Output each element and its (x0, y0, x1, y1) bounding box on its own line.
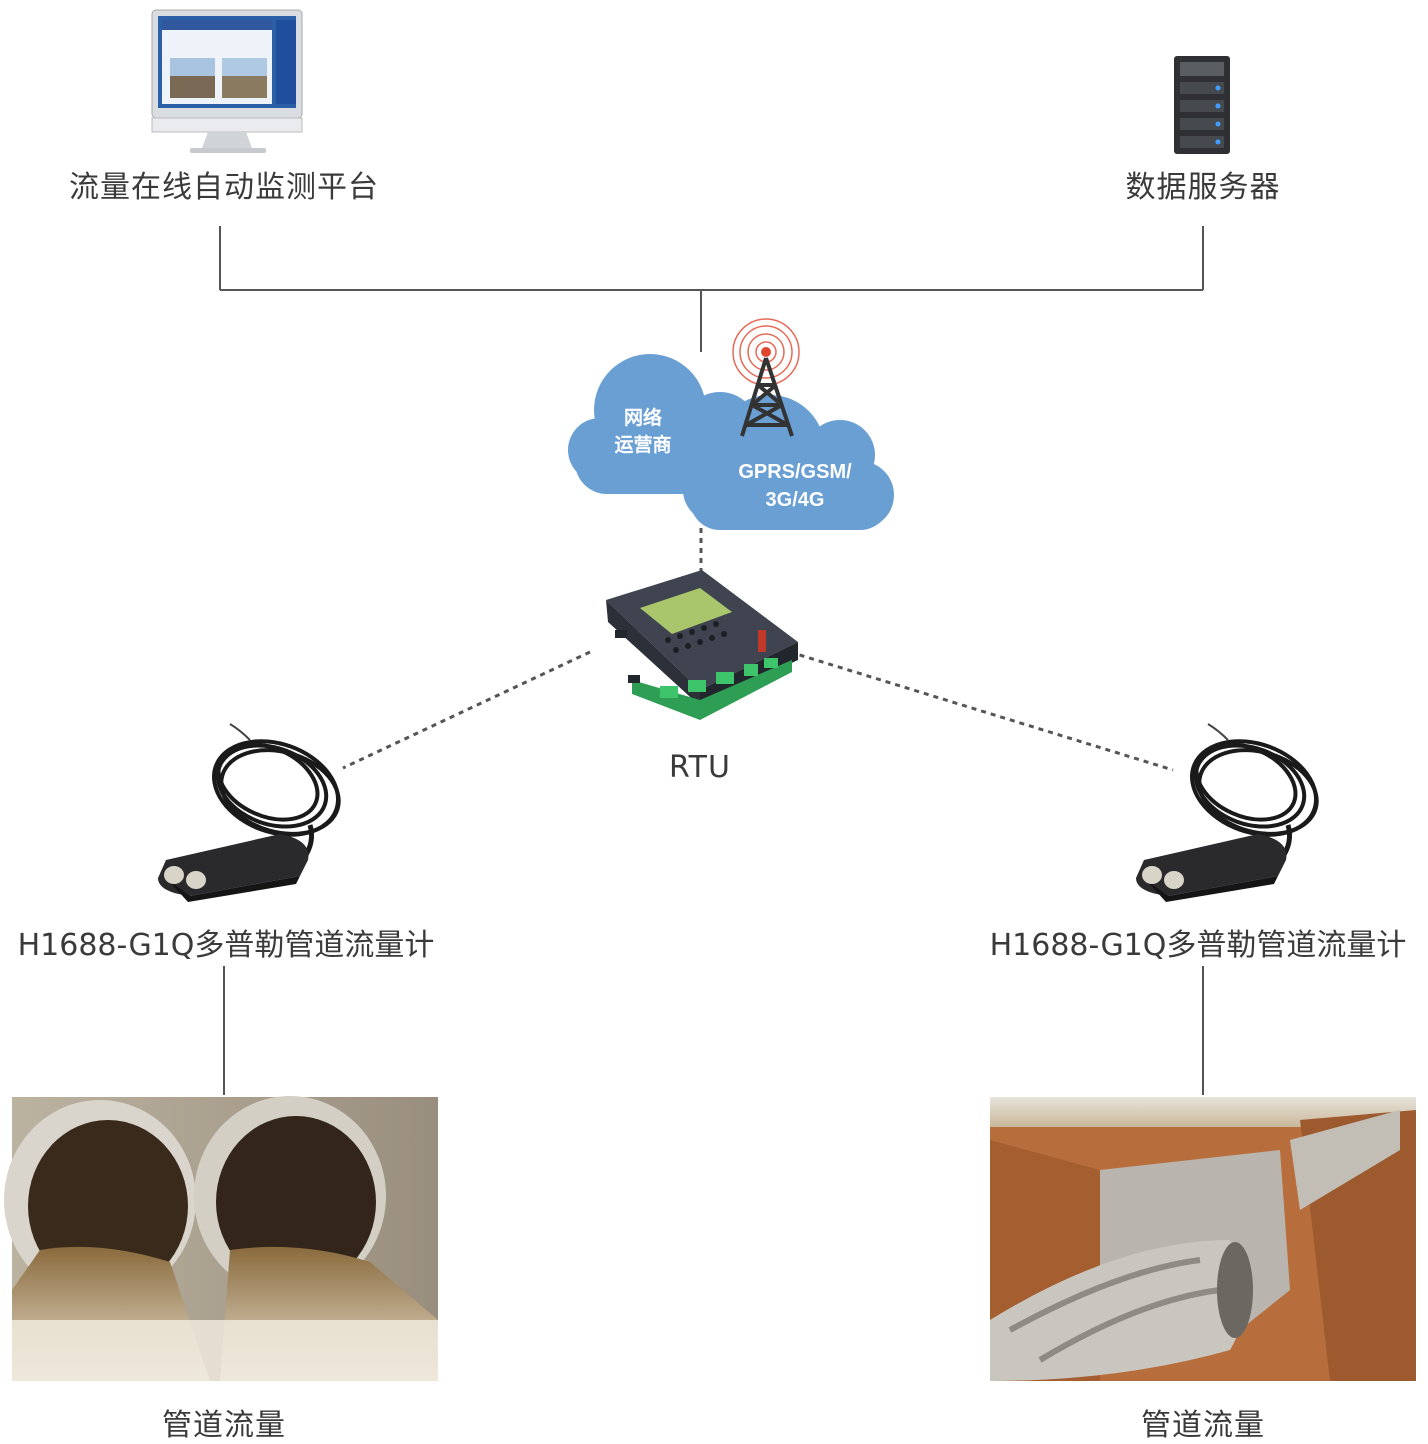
meter-right-label: H1688-G1Q多普勒管道流量计 (989, 928, 1407, 963)
protocol-line2: 3G/4G (765, 489, 825, 511)
pipe-right-label: 管道流量 (1141, 1408, 1265, 1443)
pipe-outfall-photo (4, 1096, 438, 1381)
flowmeter-left-icon (158, 723, 341, 902)
protocol-label: GPRS/GSM/ 3G/4G (712, 458, 878, 514)
network-line2: 运营商 (614, 435, 672, 456)
pipe-trench-photo (990, 1097, 1416, 1381)
server-icon (1174, 56, 1230, 154)
bottom-connectors (223, 966, 1204, 1095)
monitor-icon (151, 9, 303, 153)
protocol-line1: GPRS/GSM/ (738, 461, 852, 483)
meter-left-label: H1688-G1Q多普勒管道流量计 (17, 928, 435, 963)
top-connector (219, 226, 1204, 352)
flowmeter-right-icon (1136, 723, 1319, 902)
platform-label: 流量在线自动监测平台 (69, 170, 379, 205)
signal-tower-icon (732, 318, 800, 437)
pipe-left-label: 管道流量 (162, 1408, 286, 1443)
network-operator-label: 网络 运营商 (600, 405, 686, 459)
network-line1: 网络 (623, 408, 662, 429)
rtu-device-icon (606, 570, 798, 720)
rtu-label: RTU (669, 750, 731, 785)
network-cloud (568, 354, 894, 530)
server-label: 数据服务器 (1125, 170, 1281, 205)
